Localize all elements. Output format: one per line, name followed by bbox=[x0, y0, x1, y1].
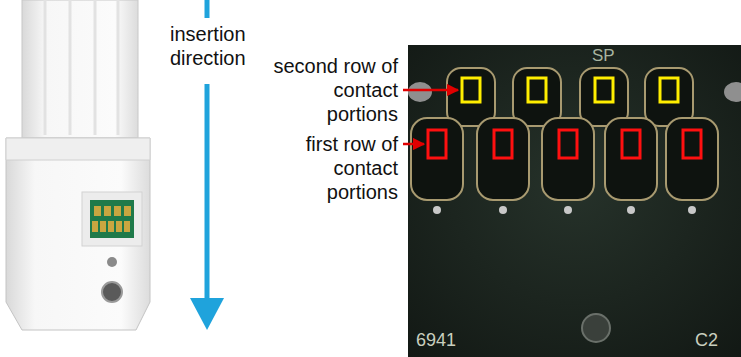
contact-pad bbox=[411, 118, 463, 200]
cartridge-top bbox=[22, 0, 138, 138]
chip-contact bbox=[124, 221, 130, 232]
via-dot bbox=[688, 206, 696, 214]
chip-contact bbox=[100, 221, 106, 232]
contact-marker bbox=[494, 130, 512, 158]
contact-marker bbox=[683, 130, 701, 158]
chip-contact bbox=[114, 206, 121, 216]
contact-marker bbox=[559, 130, 577, 158]
direction-label: insertion direction bbox=[170, 22, 270, 70]
photo-hole bbox=[582, 314, 610, 342]
via-dot bbox=[499, 206, 507, 214]
contact-pad bbox=[542, 118, 594, 200]
cartridge-ridge bbox=[117, 0, 120, 135]
chip-recess bbox=[82, 192, 142, 246]
contact-pad bbox=[513, 68, 561, 126]
contact-pad bbox=[605, 118, 657, 200]
row-label: first row of contact portions bbox=[264, 132, 398, 204]
cartridge-body bbox=[6, 138, 150, 330]
arrow-shaft bbox=[205, 84, 210, 300]
chip-contact bbox=[94, 206, 101, 216]
contact-pad bbox=[477, 118, 529, 200]
cartridge-ridge bbox=[69, 0, 72, 135]
chip-photo bbox=[408, 45, 741, 357]
chip-contact bbox=[104, 206, 111, 216]
chip-marking: C2 bbox=[695, 330, 718, 350]
row-label: second row of contact portions bbox=[264, 54, 398, 126]
via-dot bbox=[433, 206, 441, 214]
contact-marker bbox=[595, 78, 613, 102]
contact-pad bbox=[447, 68, 495, 126]
arrow-head bbox=[190, 298, 224, 330]
photo-tab bbox=[408, 82, 432, 102]
contact-marker bbox=[428, 130, 446, 158]
cartridge-ridge bbox=[44, 0, 47, 135]
chip-marking: SP bbox=[592, 46, 615, 66]
via-dot bbox=[627, 206, 635, 214]
contact-marker bbox=[528, 78, 546, 102]
photo-tab bbox=[724, 82, 741, 102]
chip-contact bbox=[92, 221, 98, 232]
chip-contact bbox=[116, 221, 122, 232]
cartridge-chip bbox=[90, 200, 134, 238]
chip-contact bbox=[108, 221, 114, 232]
cartridge-port bbox=[102, 282, 122, 302]
leader-line bbox=[403, 89, 458, 92]
cartridge-ridge bbox=[94, 0, 97, 135]
contact-marker bbox=[660, 78, 678, 102]
contact-marker bbox=[622, 130, 640, 158]
arrow-shaft bbox=[205, 0, 210, 18]
via-dot bbox=[564, 206, 572, 214]
cartridge-screw bbox=[107, 257, 117, 267]
chip-marking: 6941 bbox=[416, 330, 456, 350]
leader-line bbox=[403, 143, 424, 146]
chip-contact bbox=[124, 206, 131, 216]
contact-pad bbox=[666, 118, 718, 200]
contact-marker bbox=[462, 78, 480, 102]
cartridge-shoulder bbox=[6, 138, 150, 160]
